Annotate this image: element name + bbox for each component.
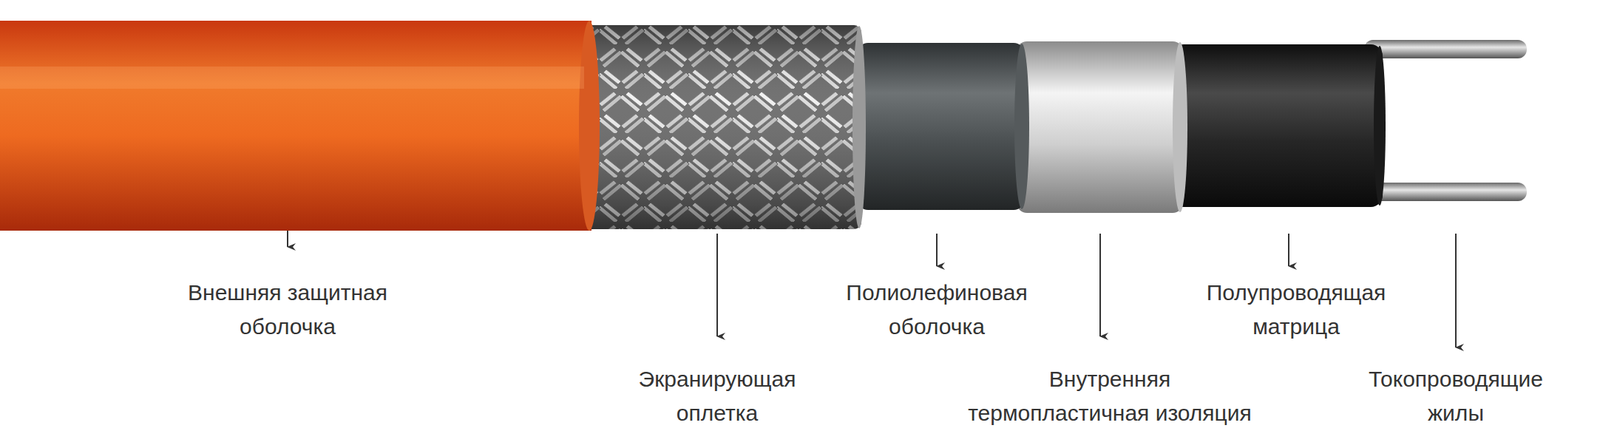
part-label: Полупроводящая матрица xyxy=(1177,275,1415,344)
part-label: Внешняя защитная оболочка xyxy=(165,275,410,344)
part-label: Внутренняя термопластичная изоляция xyxy=(936,362,1284,431)
part-label: Токопроводящие жилы xyxy=(1344,362,1567,431)
conductor-wires xyxy=(1364,39,1527,202)
polyolefin-sheath xyxy=(857,42,1030,210)
shield-braid xyxy=(569,25,866,230)
inner-insulation xyxy=(1016,41,1188,213)
part-label: Экранирующая оплетка xyxy=(609,362,825,431)
semiconductive-matrix xyxy=(1171,44,1386,208)
part-label: Полиолефиновая оболочка xyxy=(818,275,1056,344)
leader-arrows xyxy=(287,230,1456,348)
outer-jacket xyxy=(0,20,600,231)
